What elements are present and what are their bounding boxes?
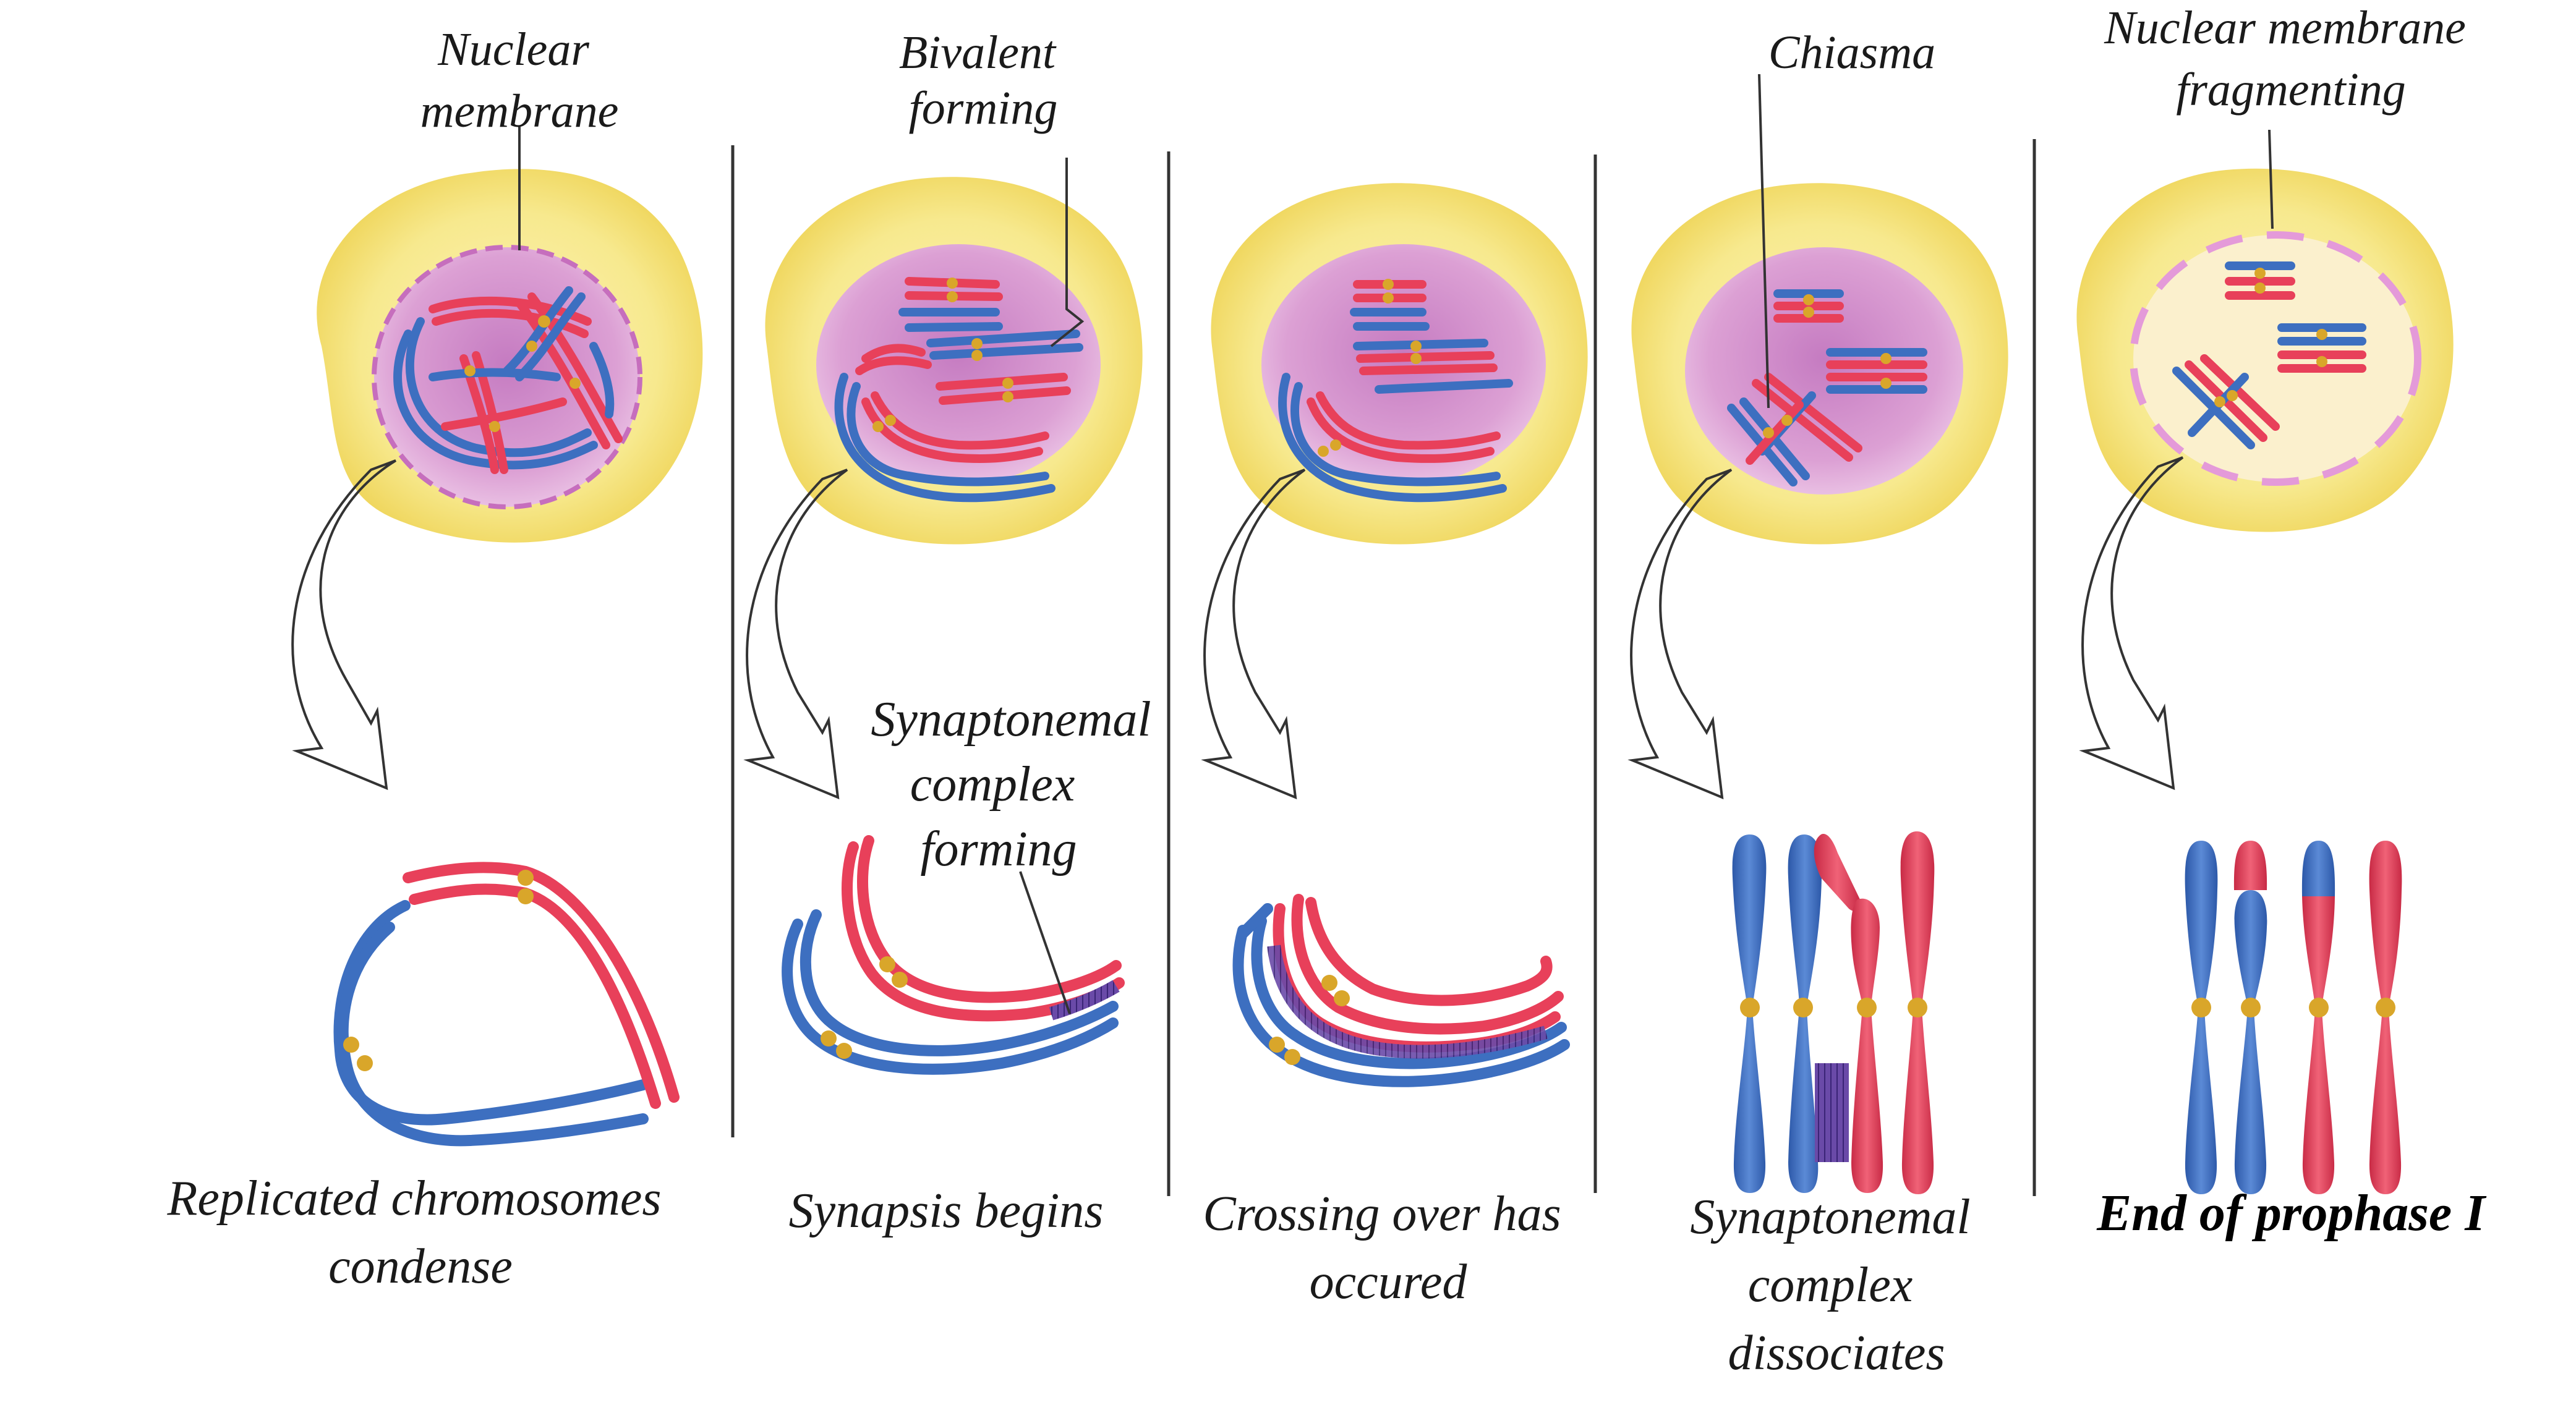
stage-diakinesis: Nuclear membrane fragmenting End of prop… — [2076, 2, 2487, 1242]
bottom-label-line-1: Synapsis begins — [789, 1184, 1104, 1238]
zoom-arrow — [743, 469, 848, 800]
chiasma-chromosomes — [1727, 289, 1927, 486]
zoom-arrow — [1627, 469, 1733, 800]
red-chromatid-left — [1851, 898, 1883, 1193]
synaptonemal-complex-remnant — [1815, 1063, 1849, 1162]
centromere — [518, 870, 534, 886]
condensing-chromosomes — [393, 286, 623, 474]
membrane-pointer — [2268, 129, 2274, 229]
middle-label: Synaptonemal complex forming — [871, 692, 1163, 877]
red-chromatid-4 — [2369, 841, 2402, 1194]
condensed-bivalents — [2172, 261, 2366, 449]
top-label-line-1: Nuclear membrane — [2104, 2, 2466, 54]
nuclear-membrane — [372, 245, 642, 509]
centromeres — [464, 315, 581, 432]
top-label-line-1: Chiasma — [1768, 27, 1935, 79]
synaptonemal-pointer — [1019, 871, 1071, 1014]
bottom-label-line-1: Replicated chromosomes — [166, 1171, 661, 1226]
centromeres — [1763, 294, 1891, 438]
centromeres — [1269, 975, 1350, 1065]
nucleus — [1685, 247, 1963, 495]
stage-zygotene: Bivalent forming Synaptonemal complex fo… — [743, 27, 1163, 1238]
nucleus — [1261, 244, 1546, 485]
middle-label-line-2: complex — [910, 757, 1075, 812]
chiasma-pointer — [1758, 74, 1770, 409]
nucleus — [816, 244, 1101, 485]
centromeres — [1318, 279, 1422, 457]
top-label: Nuclear membrane fragmenting — [2104, 2, 2478, 116]
top-label-line-2: fragmenting — [2176, 64, 2406, 116]
centromeres — [872, 278, 1013, 432]
zoomed-dissociating-chromosomes — [1732, 831, 1935, 1194]
bottom-label-line-1: Crossing over has — [1203, 1187, 1561, 1241]
centromere — [518, 888, 534, 904]
top-label-line-2: forming — [909, 82, 1058, 134]
centromeres — [2214, 268, 2327, 407]
synaptonemal-complex — [1267, 945, 1548, 1059]
bottom-label: Synapsis begins — [789, 1184, 1104, 1238]
zoomed-chromosomes — [333, 862, 680, 1147]
blue-chromatid-3-tip — [2301, 841, 2335, 896]
blue-chromatid-2-lower — [2234, 890, 2267, 1194]
bottom-label-line-2: complex — [1748, 1258, 1913, 1312]
bottom-label-line-1: End of prophase I — [2096, 1184, 2487, 1242]
stage-diplotene: Chiasma Synaptonemal complex dissociates — [1627, 27, 2008, 1380]
red-chromatid-3-lower — [2302, 896, 2335, 1194]
middle-label-line-1: Synaptonemal — [871, 692, 1151, 747]
red-chromatid-2-tip — [2233, 841, 2267, 890]
bottom-label: Synaptonemal complex dissociates — [1690, 1190, 1982, 1380]
bottom-label: Crossing over has occured — [1203, 1187, 1573, 1309]
top-label: Chiasma — [1768, 27, 1935, 79]
red-chromatid-crossover-top — [1814, 834, 1861, 912]
zoom-arrow — [291, 459, 397, 791]
top-label-line-1: Nuclear — [437, 23, 589, 75]
stage-dividers — [731, 139, 2036, 1196]
bottom-label: Replicated chromosomes condense — [166, 1171, 673, 1294]
centromere — [343, 1037, 359, 1053]
synaptonemal-complex-segment — [1049, 980, 1120, 1021]
zoomed-bivalent — [2185, 841, 2402, 1194]
stage-pachytene: Crossing over has occured — [1201, 183, 1588, 1309]
top-label: Bivalent forming — [899, 27, 1067, 134]
centromeres — [1740, 998, 1927, 1017]
zoom-arrow — [1201, 469, 1306, 800]
bottom-label-line-1: Synaptonemal — [1690, 1190, 1970, 1244]
bivalent-bracket — [1050, 158, 1085, 347]
centromeres — [2191, 998, 2395, 1017]
blue-chromatid-1 — [2185, 841, 2218, 1194]
centromeres — [821, 956, 908, 1059]
crossing-chromosomes — [1278, 280, 1513, 503]
crossover-segment — [1237, 903, 1273, 939]
stage-leptotene: Nuclear membrane Replicated chromosomes … — [166, 23, 703, 1294]
zoom-arrow — [2079, 456, 2184, 791]
top-label-line-2: membrane — [420, 85, 619, 137]
middle-label-line-3: forming — [920, 822, 1077, 877]
fragmenting-nuclear-membrane — [2130, 231, 2421, 486]
bottom-label-line-3: dissociates — [1728, 1326, 1945, 1380]
bottom-label-line-2: occured — [1310, 1255, 1468, 1309]
centromere — [357, 1055, 373, 1071]
top-label: Nuclear membrane — [420, 23, 619, 137]
bottom-label: End of prophase I — [2096, 1184, 2487, 1242]
bottom-label-line-2: condense — [328, 1239, 513, 1294]
top-label-line-1: Bivalent — [899, 27, 1057, 79]
